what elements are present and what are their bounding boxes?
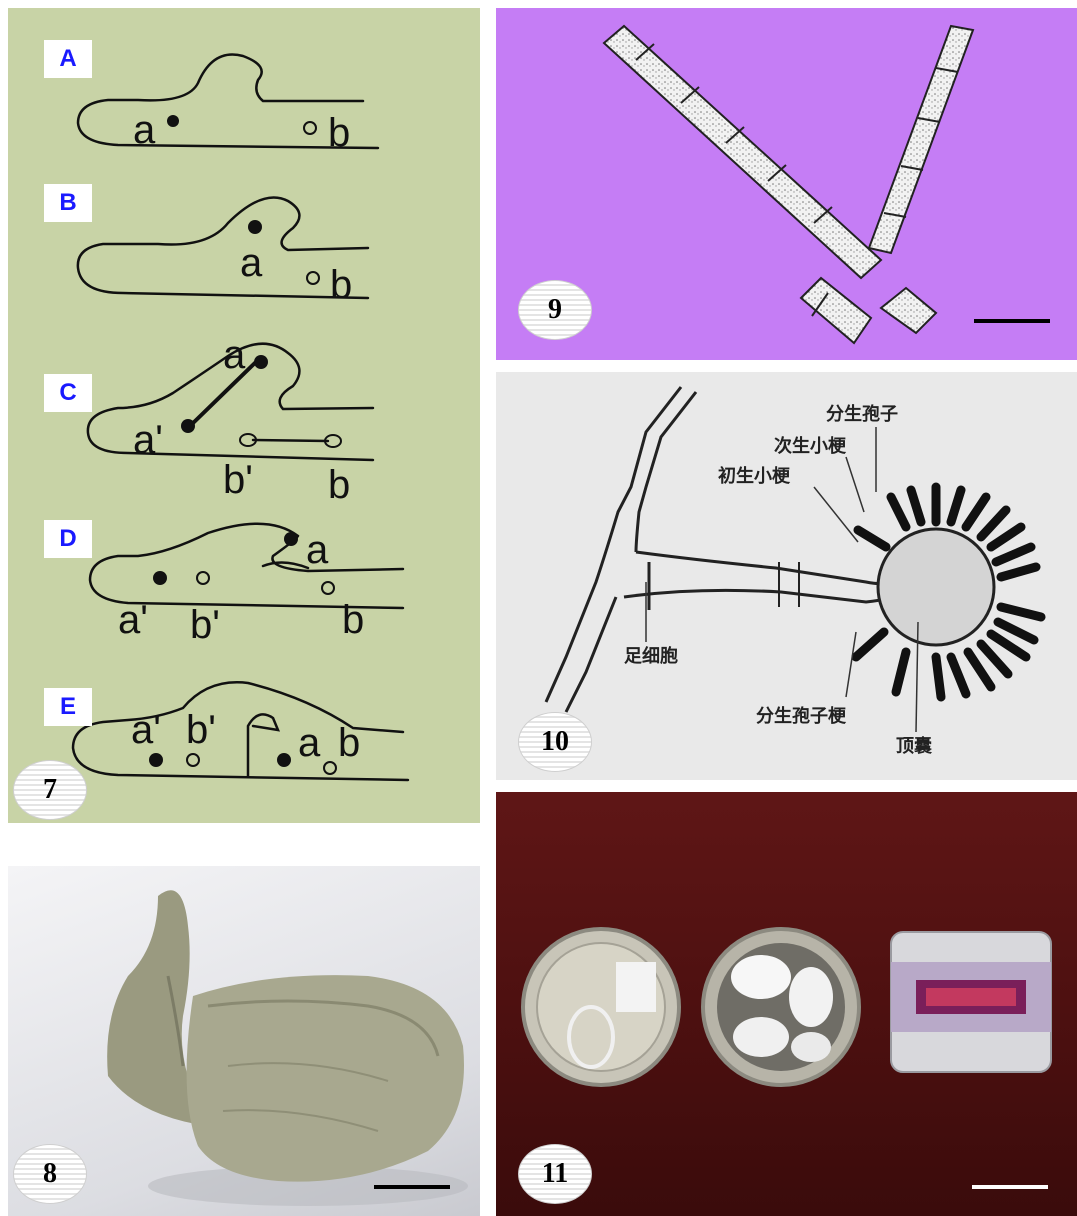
panel-number-10: 10 <box>518 712 592 772</box>
step-label-d: D <box>44 520 92 558</box>
label-conidiophore: 分生孢子梗 <box>756 705 847 727</box>
step-d-nucleus-b: b <box>342 598 364 642</box>
label-secondary-phialide: 次生小梗 <box>774 435 847 457</box>
step-b-nucleus-a: a <box>240 241 263 285</box>
step-b-nucleus-b: b <box>330 263 352 307</box>
panel-9-hyphae: 9 <box>496 8 1077 360</box>
panel-7-clamp-diagram: a b a b a a' b' b a a' b' b a' b' a b A … <box>8 8 480 823</box>
step-label-a: A <box>44 40 92 78</box>
panel-10-conidiophore: 分生孢子 次生小梗 初生小梗 足细胞 分生孢子梗 顶囊 10 <box>496 372 1077 780</box>
panel-number-9: 9 <box>518 280 592 340</box>
step-d-nucleus-a: a <box>306 528 329 572</box>
panel-number-7: 7 <box>13 760 87 820</box>
step-c-nucleus-a2: a' <box>133 418 163 462</box>
step-a-nucleus-a: a <box>133 108 156 152</box>
step-e-nucleus-a2: a' <box>131 708 161 752</box>
label-primary-phialide: 初生小梗 <box>718 465 791 487</box>
scale-bar-8 <box>374 1185 450 1189</box>
label-conidia: 分生孢子 <box>826 403 898 425</box>
panel-11-canned-photo: 11 <box>496 792 1077 1216</box>
step-e-nucleus-a: a <box>298 721 321 765</box>
step-label-c: C <box>44 374 92 412</box>
step-label-b: B <box>44 184 92 222</box>
step-c-nucleus-b2: b' <box>223 458 253 502</box>
step-e-nucleus-b2: b' <box>186 708 216 752</box>
step-a-nucleus-b: b <box>328 111 350 155</box>
step-label-e: E <box>44 688 92 726</box>
label-foot-cell: 足细胞 <box>624 645 678 667</box>
panel-8-mushroom-photo: 8 <box>8 866 480 1216</box>
step-c-nucleus-a: a <box>223 333 246 377</box>
canned-mushroom-illustration <box>496 792 1077 1216</box>
scale-bar-11 <box>972 1185 1048 1189</box>
conidiophore-drawing: 分生孢子 次生小梗 初生小梗 足细胞 分生孢子梗 顶囊 <box>496 372 1077 780</box>
scale-bar-9 <box>974 319 1050 323</box>
step-e-nucleus-b: b <box>338 721 360 765</box>
panel-number-8: 8 <box>13 1144 87 1204</box>
label-vesicle: 顶囊 <box>896 735 933 757</box>
vesicle-shape <box>878 529 994 645</box>
step-c-nucleus-b: b <box>328 463 350 507</box>
step-d-nucleus-b2: b' <box>190 603 220 647</box>
panel-number-11: 11 <box>518 1144 592 1204</box>
step-d-nucleus-a2: a' <box>118 598 148 642</box>
